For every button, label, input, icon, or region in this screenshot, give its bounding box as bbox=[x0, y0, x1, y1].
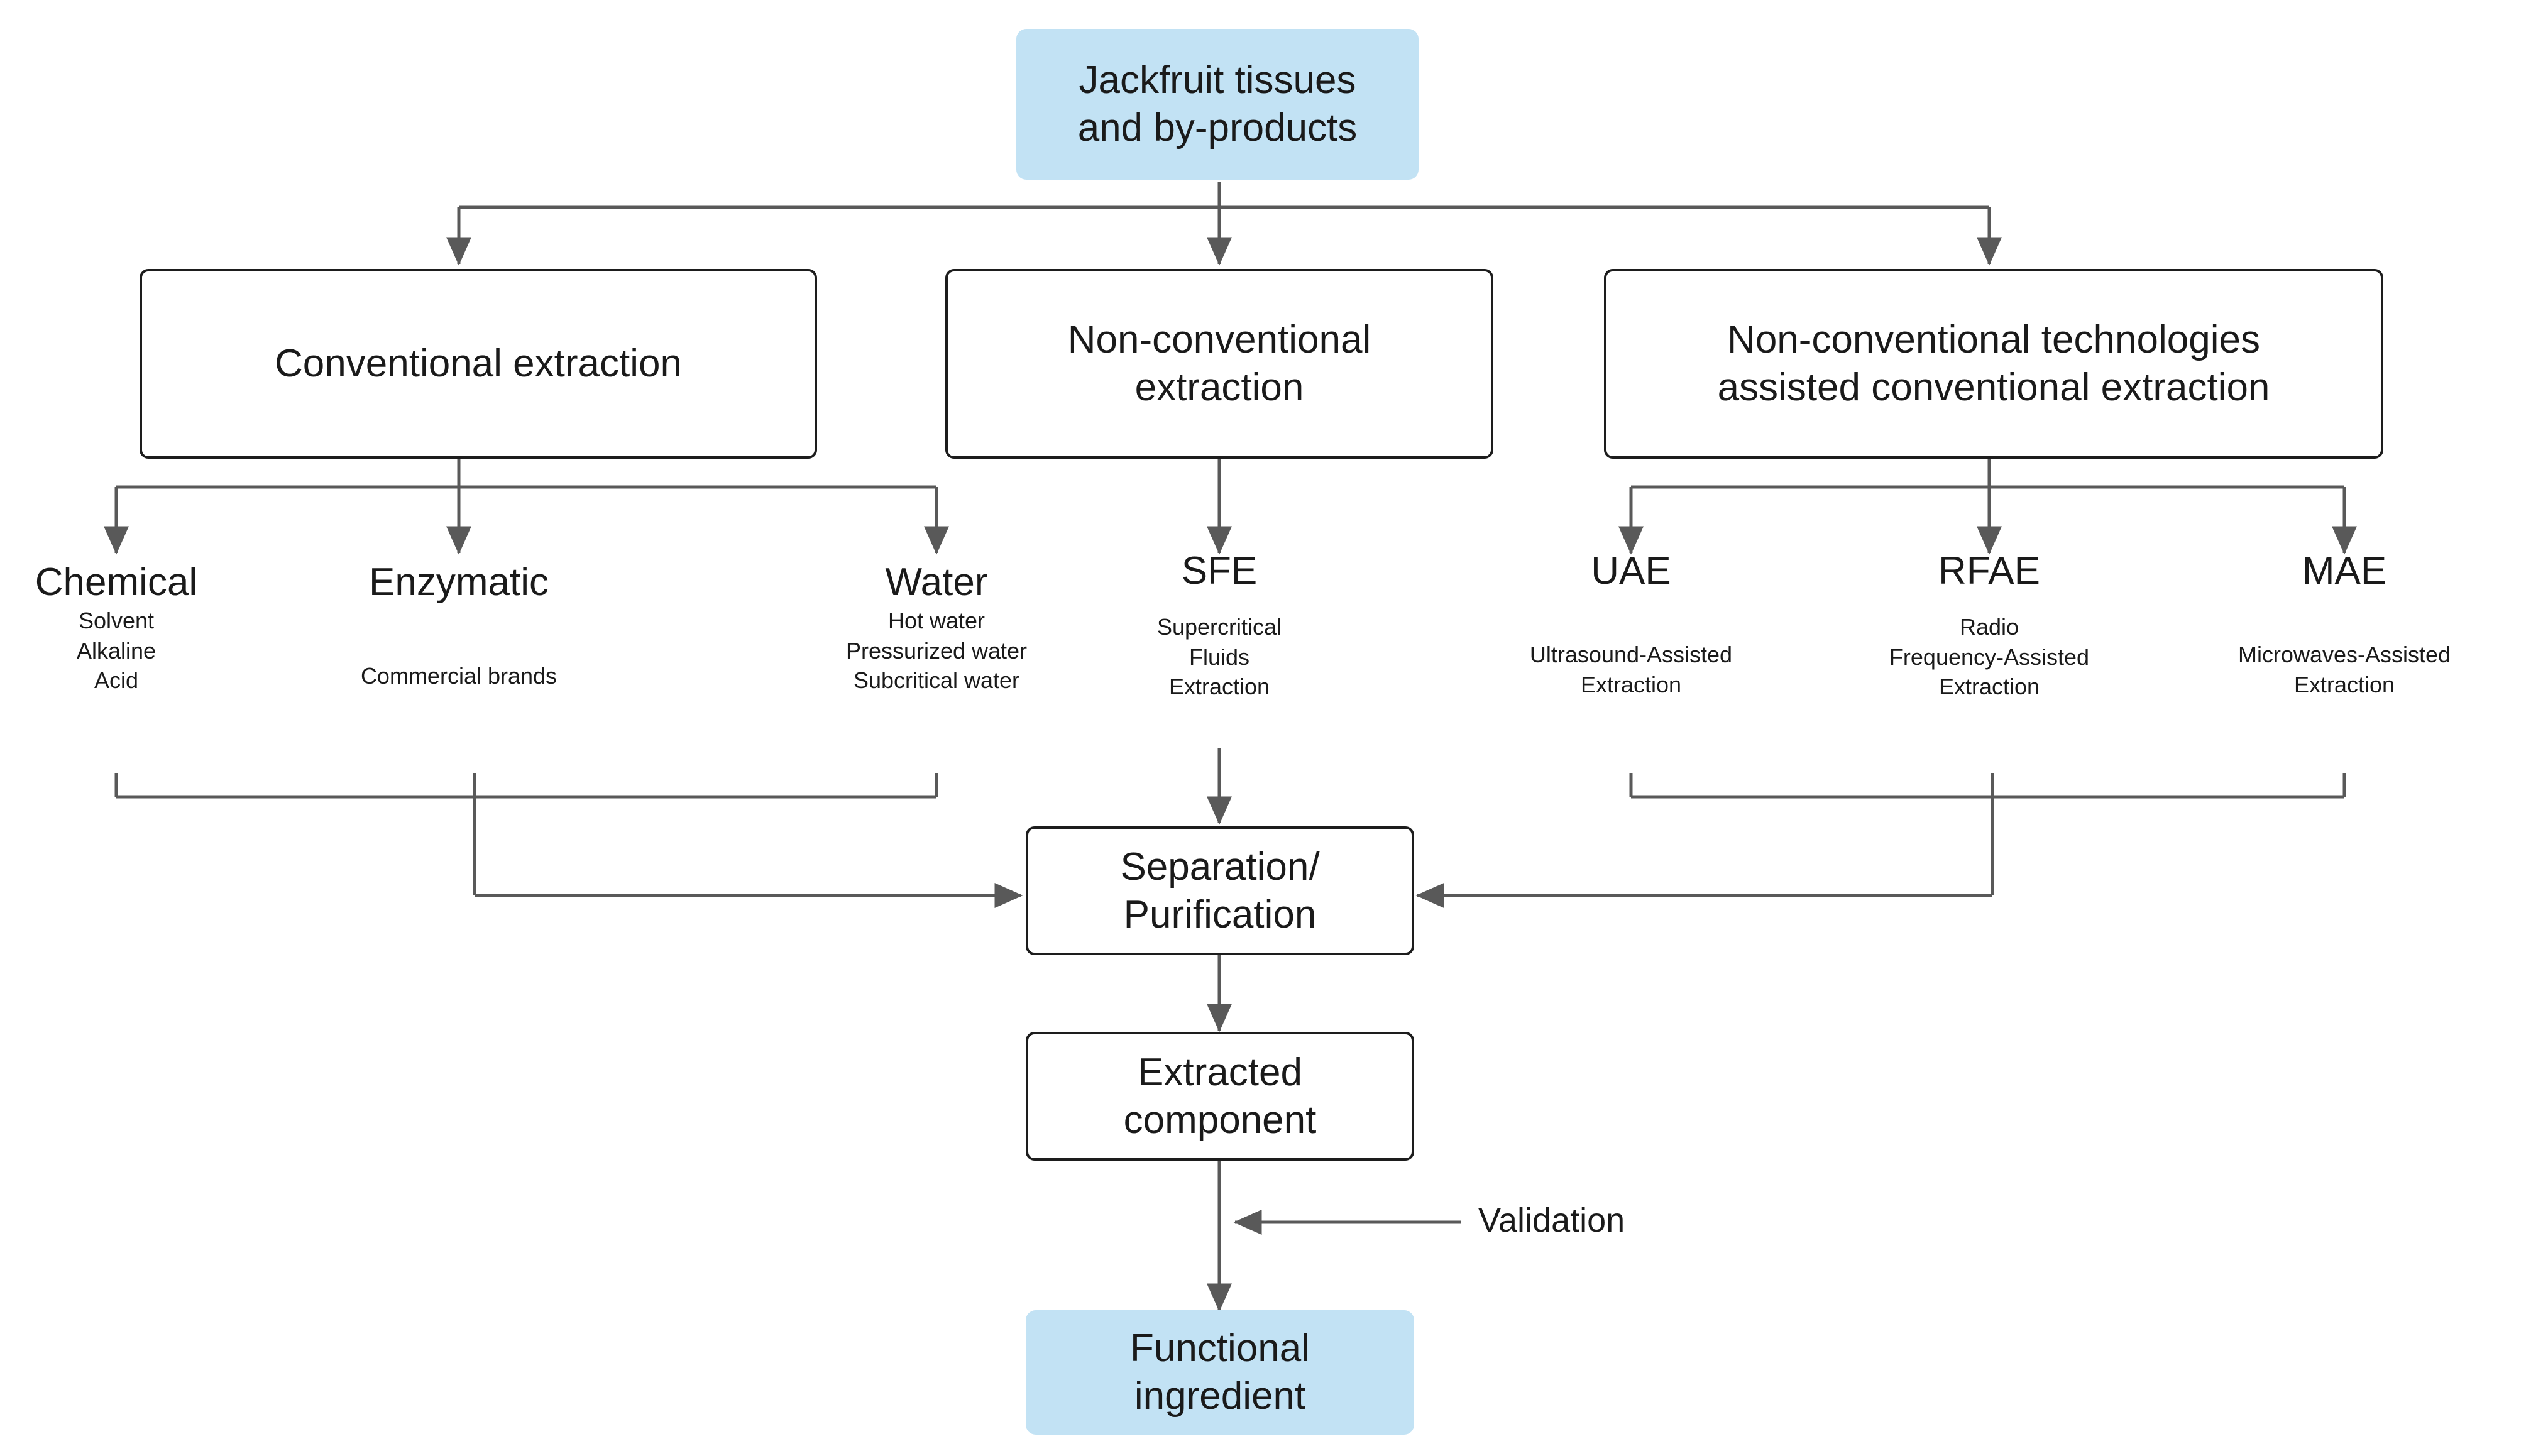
node-assisted-extraction-label: Non-conventional technologies assisted c… bbox=[1717, 318, 2270, 409]
leaf-sfe[interactable]: SFE Supercritical Fluids Extraction bbox=[1087, 548, 1351, 702]
node-source[interactable]: Jackfruit tissues and by-products bbox=[1016, 29, 1419, 180]
node-assisted-extraction[interactable]: Non-conventional technologies assisted c… bbox=[1604, 269, 2383, 459]
node-extracted-component[interactable]: Extracted component bbox=[1026, 1032, 1414, 1161]
label-validation[interactable]: Validation bbox=[1478, 1203, 1625, 1237]
leaf-uae-sub: Ultrasound-Assisted Extraction bbox=[1529, 642, 1733, 698]
label-validation-text: Validation bbox=[1478, 1201, 1625, 1239]
leaf-chemical[interactable]: Chemical Solvent Alkaline Acid bbox=[0, 559, 248, 696]
leaf-mae-sub: Microwaves-Assisted Extraction bbox=[2238, 642, 2451, 698]
leaf-uae-title: UAE bbox=[1591, 549, 1671, 593]
leaf-uae[interactable]: UAE Ultrasound-Assisted Extraction bbox=[1474, 548, 1788, 699]
leaf-water-sub: Hot water Pressurized water Subcritical … bbox=[845, 608, 1028, 694]
leaf-enzymatic-sub: Commercial brands bbox=[360, 663, 557, 689]
node-extracted-component-label: Extracted component bbox=[1123, 1050, 1317, 1142]
node-separation-purification[interactable]: Separation/ Purification bbox=[1026, 826, 1414, 955]
node-nonconventional-extraction[interactable]: Non-conventional extraction bbox=[945, 269, 1493, 459]
leaf-water-title: Water bbox=[885, 561, 988, 604]
leaf-enzymatic-title: Enzymatic bbox=[369, 561, 549, 604]
node-separation-purification-label: Separation/ Purification bbox=[1120, 845, 1320, 936]
node-conventional-extraction-label: Conventional extraction bbox=[275, 342, 682, 386]
leaf-sfe-sub: Supercritical Fluids Extraction bbox=[1156, 614, 1282, 700]
leaf-sfe-title: SFE bbox=[1181, 549, 1258, 593]
node-source-label: Jackfruit tissues and by-products bbox=[1077, 58, 1358, 150]
leaf-mae[interactable]: MAE Microwaves-Assisted Extraction bbox=[2187, 548, 2501, 699]
leaf-water[interactable]: Water Hot water Pressurized water Subcri… bbox=[804, 559, 1068, 696]
leaf-rfae[interactable]: RFAE Radio Frequency-Assisted Extraction bbox=[1832, 548, 2146, 702]
node-conventional-extraction[interactable]: Conventional extraction bbox=[140, 269, 817, 459]
leaf-rfae-title: RFAE bbox=[1938, 549, 2040, 593]
leaf-rfae-sub: Radio Frequency-Assisted Extraction bbox=[1889, 614, 2090, 700]
leaf-chemical-sub: Solvent Alkaline Acid bbox=[76, 608, 157, 694]
node-functional-ingredient[interactable]: Functional ingredient bbox=[1026, 1310, 1414, 1435]
node-functional-ingredient-label: Functional ingredient bbox=[1129, 1327, 1310, 1418]
node-nonconventional-extraction-label: Non-conventional extraction bbox=[1067, 318, 1371, 409]
leaf-chemical-title: Chemical bbox=[35, 561, 198, 604]
leaf-mae-title: MAE bbox=[2302, 549, 2387, 593]
leaf-enzymatic[interactable]: Enzymatic Commercial brands bbox=[327, 559, 591, 691]
